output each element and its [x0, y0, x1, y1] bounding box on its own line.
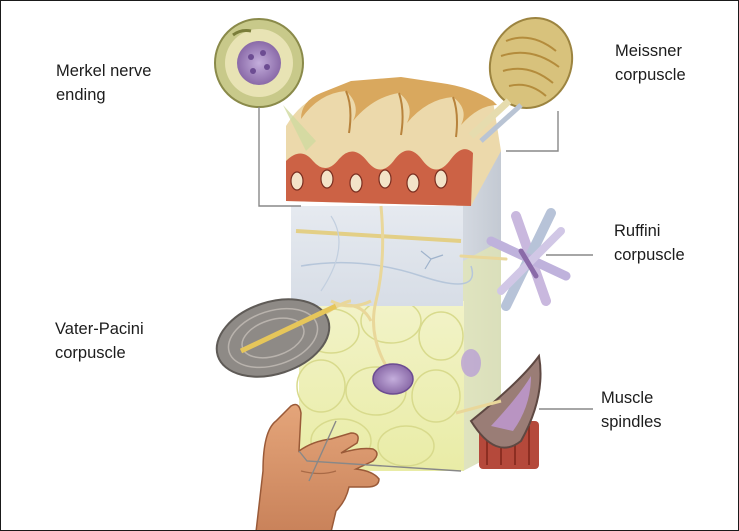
label-merkel-line1: Merkel nerve — [56, 59, 151, 83]
label-pacini-line2: corpuscle — [55, 341, 144, 365]
label-meissner-corpuscle: Meissner corpuscle — [615, 39, 686, 87]
label-meissner-line1: Meissner — [615, 39, 686, 63]
label-ruffini-line1: Ruffini — [614, 219, 685, 243]
label-spindles-line1: Muscle — [601, 386, 662, 410]
epidermis-layer — [286, 77, 501, 206]
label-merkel-nerve-ending: Merkel nerve ending — [56, 59, 151, 107]
label-spindles-line2: spindles — [601, 410, 662, 434]
label-ruffini-corpuscle: Ruffini corpuscle — [614, 219, 685, 267]
label-merkel-line2: ending — [56, 83, 151, 107]
label-meissner-line2: corpuscle — [615, 63, 686, 87]
label-pacini-line1: Vater-Pacini — [55, 317, 144, 341]
merkel-nerve-ending-illustration — [215, 19, 316, 151]
label-muscle-spindles: Muscle spindles — [601, 386, 662, 434]
label-ruffini-line2: corpuscle — [614, 243, 685, 267]
label-vater-pacini-corpuscle: Vater-Pacini corpuscle — [55, 317, 144, 365]
meissner-corpuscle-illustration — [471, 4, 587, 141]
